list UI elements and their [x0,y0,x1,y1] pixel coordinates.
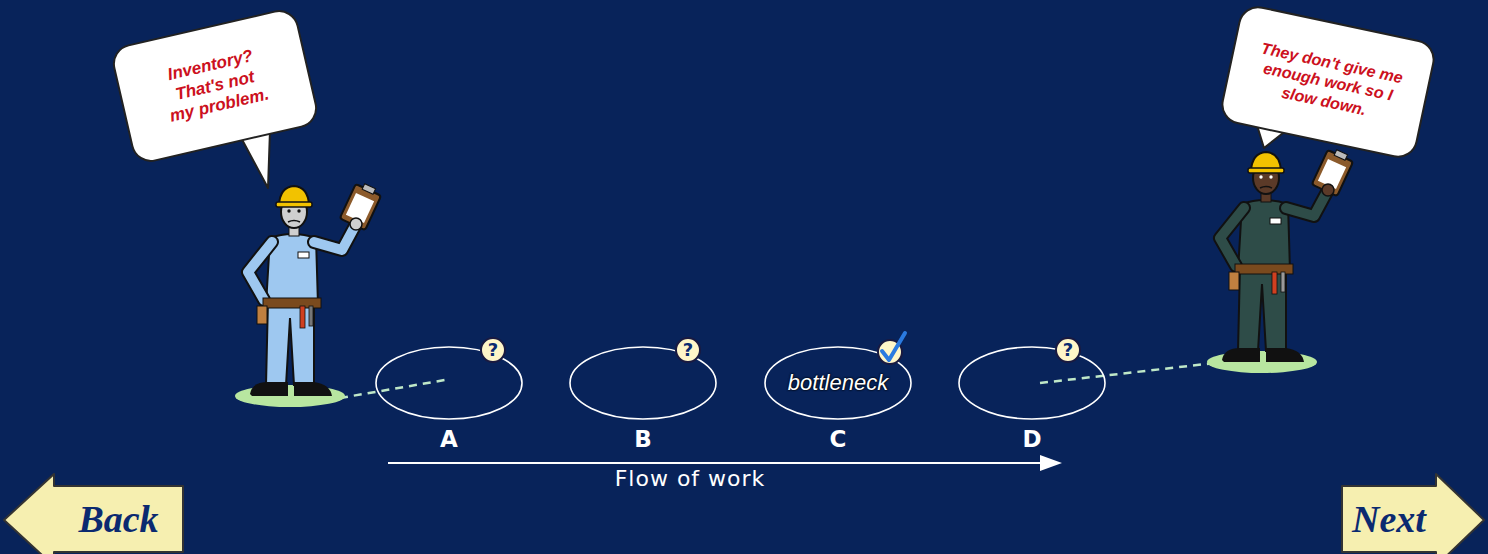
dashed-link [1040,363,1215,383]
worker-arm [248,242,272,300]
ellipse-outline [765,347,911,419]
worker-figure [1207,146,1355,373]
worker-eye [297,209,300,212]
worker-arm [314,224,356,250]
flow-label: Flow of work [540,466,840,491]
speech-bubble: Inventory? That's not my problem. [109,6,321,166]
worker-legs [266,300,314,385]
check-badge [878,340,902,364]
worker-boot [1222,348,1260,362]
worker-arm [1220,208,1244,266]
question-badge: ? [675,337,701,363]
speech-bubble: They don't give me enough work so I slow… [1218,3,1439,162]
worker-arm [248,242,272,300]
name-badge [298,252,309,258]
hard-hat-brim [276,202,312,207]
node-text: bottleneck [788,370,888,396]
worker-hand [350,218,362,230]
process-ellipse: B [568,345,718,455]
clipboard-clip [1334,150,1347,161]
node-text: C [830,426,847,452]
flow-arrowhead [1040,455,1062,471]
tool-pouch [257,306,267,324]
node-text: They don't give me enough work so I slow… [1246,38,1411,127]
flow-arrow-line [388,462,1042,464]
question-badge: ? [1055,337,1081,363]
worker-legs [1238,266,1286,351]
worker-arm [1286,190,1328,216]
tool [309,306,313,326]
worker-boot [250,382,288,396]
worker-mouth [1260,187,1272,189]
question-badge: ? [480,337,506,363]
node-text: A [440,426,458,452]
ellipse-outline [959,347,1105,419]
worker-mouth [288,221,300,223]
worker-eye [287,209,290,212]
worker-arm [314,224,356,250]
tool [1272,272,1277,294]
clipboard [1312,150,1353,196]
bottleneck-ellipse: bottleneckC [763,345,913,455]
node-text: Back [78,497,158,541]
clipboard-clip [362,184,375,195]
dashed-link [340,380,445,398]
worker-arm [1286,190,1328,216]
name-badge [1270,218,1281,224]
node-text: B [634,426,652,452]
back-button: Back [2,472,185,554]
clipboard [340,184,381,230]
worker-eye [1259,175,1262,178]
worker-figure [235,180,383,407]
arrow-button-shape [4,474,183,554]
arrow-button-shape [1342,474,1484,554]
node-text: Inventory? That's not my problem. [156,44,275,128]
ellipse-outline [957,345,1107,421]
worker-eye [1269,175,1272,178]
process-ellipse: D [957,345,1107,455]
tool-pouch [1229,272,1239,290]
worker-boot [1266,348,1304,362]
worker-hand [1322,184,1334,196]
worker-arm [1220,208,1244,266]
tool [300,306,305,328]
tool [1281,272,1285,292]
node-text: Next [1352,497,1426,541]
worker-boot [294,382,332,396]
process-ellipse: A [374,345,524,455]
hard-hat-brim [1248,168,1284,173]
next-button: Next [1340,472,1486,554]
node-text: D [1022,426,1041,452]
